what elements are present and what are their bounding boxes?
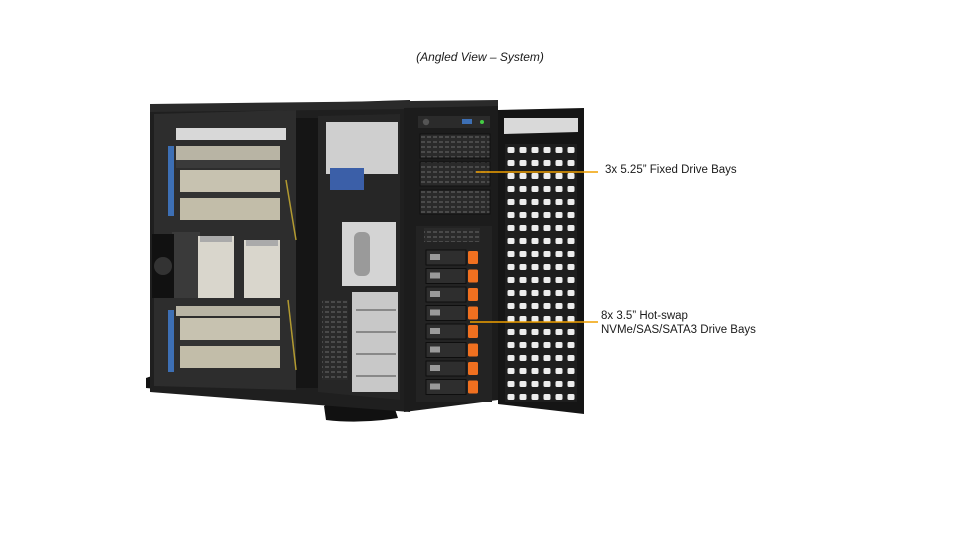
- drive-tray: [425, 249, 467, 266]
- drive-tray: [425, 379, 467, 395]
- drive-tray-slot: [430, 346, 440, 353]
- drive-tray-latch: [468, 288, 478, 301]
- drive-tray-slot: [430, 254, 440, 260]
- drive-tray: [425, 360, 467, 377]
- callout-hotswap-drive-bays: 8x 3.5” Hot-swap NVMe/SAS/SATA3 Drive Ba…: [601, 309, 756, 337]
- callout-hotswap-line2: NVMe/SAS/SATA3 Drive Bays: [601, 324, 756, 336]
- drive-tray-latch: [468, 325, 478, 338]
- drive-tray: [425, 342, 467, 358]
- drive-tray: [425, 268, 467, 284]
- fixed-drive-bays: [419, 133, 491, 215]
- drive-tray-latch: [468, 362, 478, 375]
- callout-fixed-drive-bays: 3x 5.25” Fixed Drive Bays: [605, 164, 737, 176]
- figure-caption: (Angled View – System): [416, 50, 544, 64]
- drive-tray-slot: [430, 291, 440, 297]
- hot-swap-drive-bays: [425, 249, 478, 395]
- chassis-side-interior: [150, 100, 498, 412]
- drive-tray-latch: [468, 251, 478, 264]
- drive-tray: [425, 305, 467, 321]
- drive-tray-slot: [430, 328, 440, 334]
- drive-tray-latch: [468, 343, 478, 357]
- drive-tray: [425, 323, 467, 340]
- drive-tray-latch: [468, 380, 478, 394]
- drive-tray-slot: [430, 365, 440, 371]
- callout-hotswap-line1: 8x 3.5” Hot-swap: [601, 310, 688, 322]
- drive-tray-latch: [468, 269, 478, 283]
- drive-tray-slot: [430, 383, 440, 390]
- chassis-front-panel: [404, 106, 498, 412]
- drive-tray-latch: [468, 306, 478, 320]
- chassis-front-door: [498, 108, 584, 414]
- drive-tray-slot: [430, 309, 440, 316]
- drive-tray: [425, 286, 467, 303]
- drive-tray-slot: [430, 272, 440, 279]
